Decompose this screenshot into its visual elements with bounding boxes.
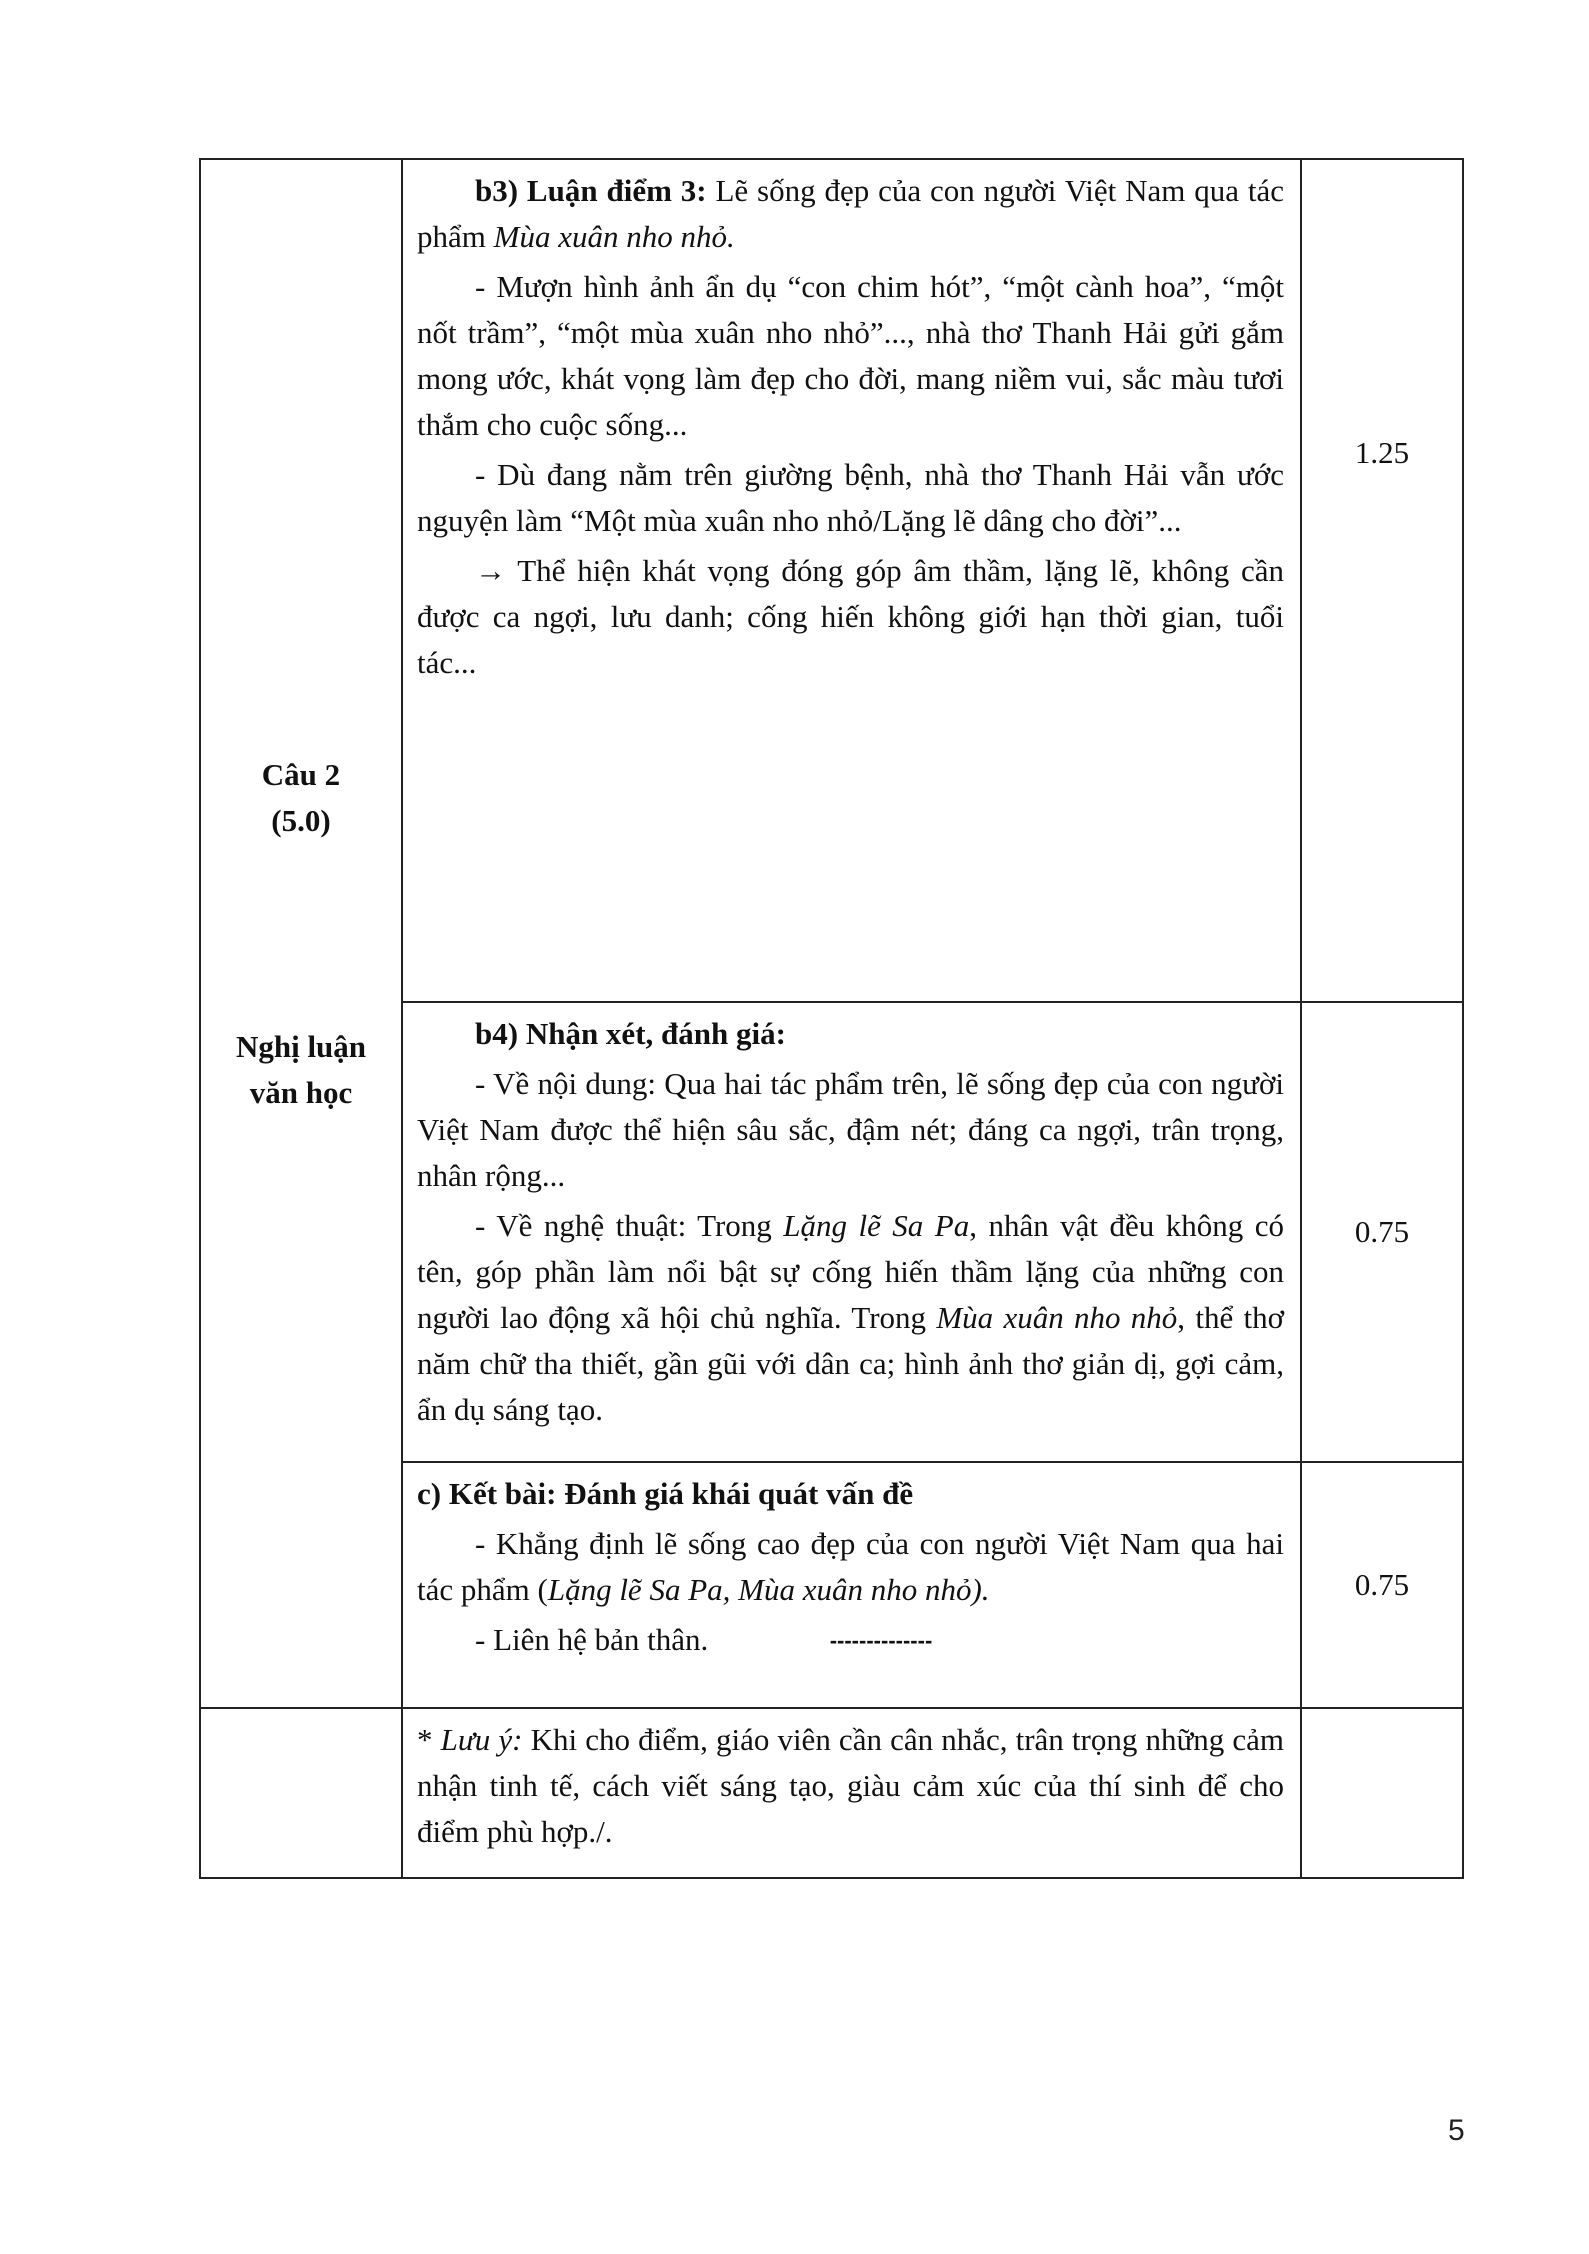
paragraph: - Mượn hình ảnh ẩn dụ “con chim hót”, “m… xyxy=(417,269,1284,442)
question-label: Câu 2 xyxy=(261,756,341,792)
page-number: 5 xyxy=(1448,2114,1465,2147)
question-topic-line2: văn học xyxy=(249,1074,353,1110)
paragraph: - Khẳng định lẽ sống cao đẹp của con ngư… xyxy=(417,1521,1284,1613)
empty-cell xyxy=(199,1707,403,1879)
content-cell-b3: b3) Luận điểm 3: Lẽ sống đẹp của con ngư… xyxy=(401,158,1302,1003)
content-cell-c: c) Kết bài: Đánh giá khái quát vấn đề - … xyxy=(401,1461,1302,1709)
text-span: , nhân vật đều không có tên, góp phần là… xyxy=(417,1208,1284,1335)
note-cell: * Lưu ý: Khi cho điểm, giáo viên cần cân… xyxy=(401,1707,1302,1879)
section-heading: c) Kết bài: Đánh giá khái quát vấn đề xyxy=(417,1471,1284,1517)
table-row: c) Kết bài: Đánh giá khái quát vấn đề - … xyxy=(200,1461,1464,1709)
question-cell: Câu 2 (5.0) Nghị luận văn học xyxy=(199,158,403,1709)
paragraph: → Thể hiện khát vọng đóng góp âm thầm, l… xyxy=(417,553,1284,680)
score-cell: 0.75 xyxy=(1300,1001,1464,1463)
table-row: b4) Nhận xét, đánh giá: - Về nội dung: Q… xyxy=(200,1001,1464,1463)
table-row: * Lưu ý: Khi cho điểm, giáo viên cần cân… xyxy=(199,1707,1464,1879)
question-topic-line1: Nghị luận xyxy=(235,1028,367,1064)
work-title: Mùa xuân nho nhỏ xyxy=(936,1300,1178,1335)
score-cell: 0.75 xyxy=(1300,1461,1464,1709)
paragraph: - Dù đang nằm trên giường bệnh, nhà thơ … xyxy=(417,457,1284,538)
text-span: , thể thơ năm chữ tha thiết, gần gũi với… xyxy=(417,1300,1284,1427)
work-title: Lặng lẽ Sa Pa xyxy=(783,1208,970,1243)
score-cell: 1.25 xyxy=(1300,158,1464,1003)
work-title: Lặng lẽ Sa Pa, Mùa xuân nho nhỏ). xyxy=(547,1572,990,1607)
question-points: (5.0) xyxy=(271,802,331,838)
table-row: Câu 2 (5.0) Nghị luận văn học b3) Luận đ… xyxy=(199,158,1464,1709)
note-text: Khi cho điểm, giáo viên cần cân nhắc, tr… xyxy=(417,1722,1285,1849)
note-star: * xyxy=(417,1722,441,1757)
work-title: Mùa xuân nho nhỏ. xyxy=(493,219,735,254)
heading-bold: b3) Luận điểm 3: xyxy=(475,173,707,208)
end-divider: -------------- xyxy=(829,1628,933,1653)
section-heading: b4) Nhận xét, đánh giá: xyxy=(417,1011,1284,1057)
paragraph: - Về nghệ thuật: Trong Lặng lẽ Sa Pa, nh… xyxy=(417,1203,1284,1433)
heading-text: Lẽ sống đẹp của con người Việt Nam qua t… xyxy=(417,173,1284,254)
paragraph: - Về nội dung: Qua hai tác phẩm trên, lẽ… xyxy=(417,1066,1284,1193)
empty-cell xyxy=(1300,1707,1464,1879)
note-paragraph: * Lưu ý: Khi cho điểm, giáo viên cần cân… xyxy=(417,1717,1284,1855)
heading-bold: b4) Nhận xét, đánh giá: xyxy=(475,1016,786,1051)
text-span: - Khẳng định lẽ sống cao đẹp của con ngư… xyxy=(417,1526,1284,1607)
section-heading: b3) Luận điểm 3: Lẽ sống đẹp của con ngư… xyxy=(417,168,1284,260)
paragraph: - Liên hệ bản thân. xyxy=(475,1622,709,1657)
heading-bold: c) Kết bài: Đánh giá khái quát vấn đề xyxy=(417,1476,914,1511)
note-label: Lưu ý: xyxy=(440,1722,523,1757)
grading-table: Câu 2 (5.0) Nghị luận văn học b3) Luận đ… xyxy=(199,158,1464,1879)
content-cell-b4: b4) Nhận xét, đánh giá: - Về nội dung: Q… xyxy=(401,1001,1302,1463)
text-span: - Về nghệ thuật: Trong xyxy=(475,1208,784,1243)
